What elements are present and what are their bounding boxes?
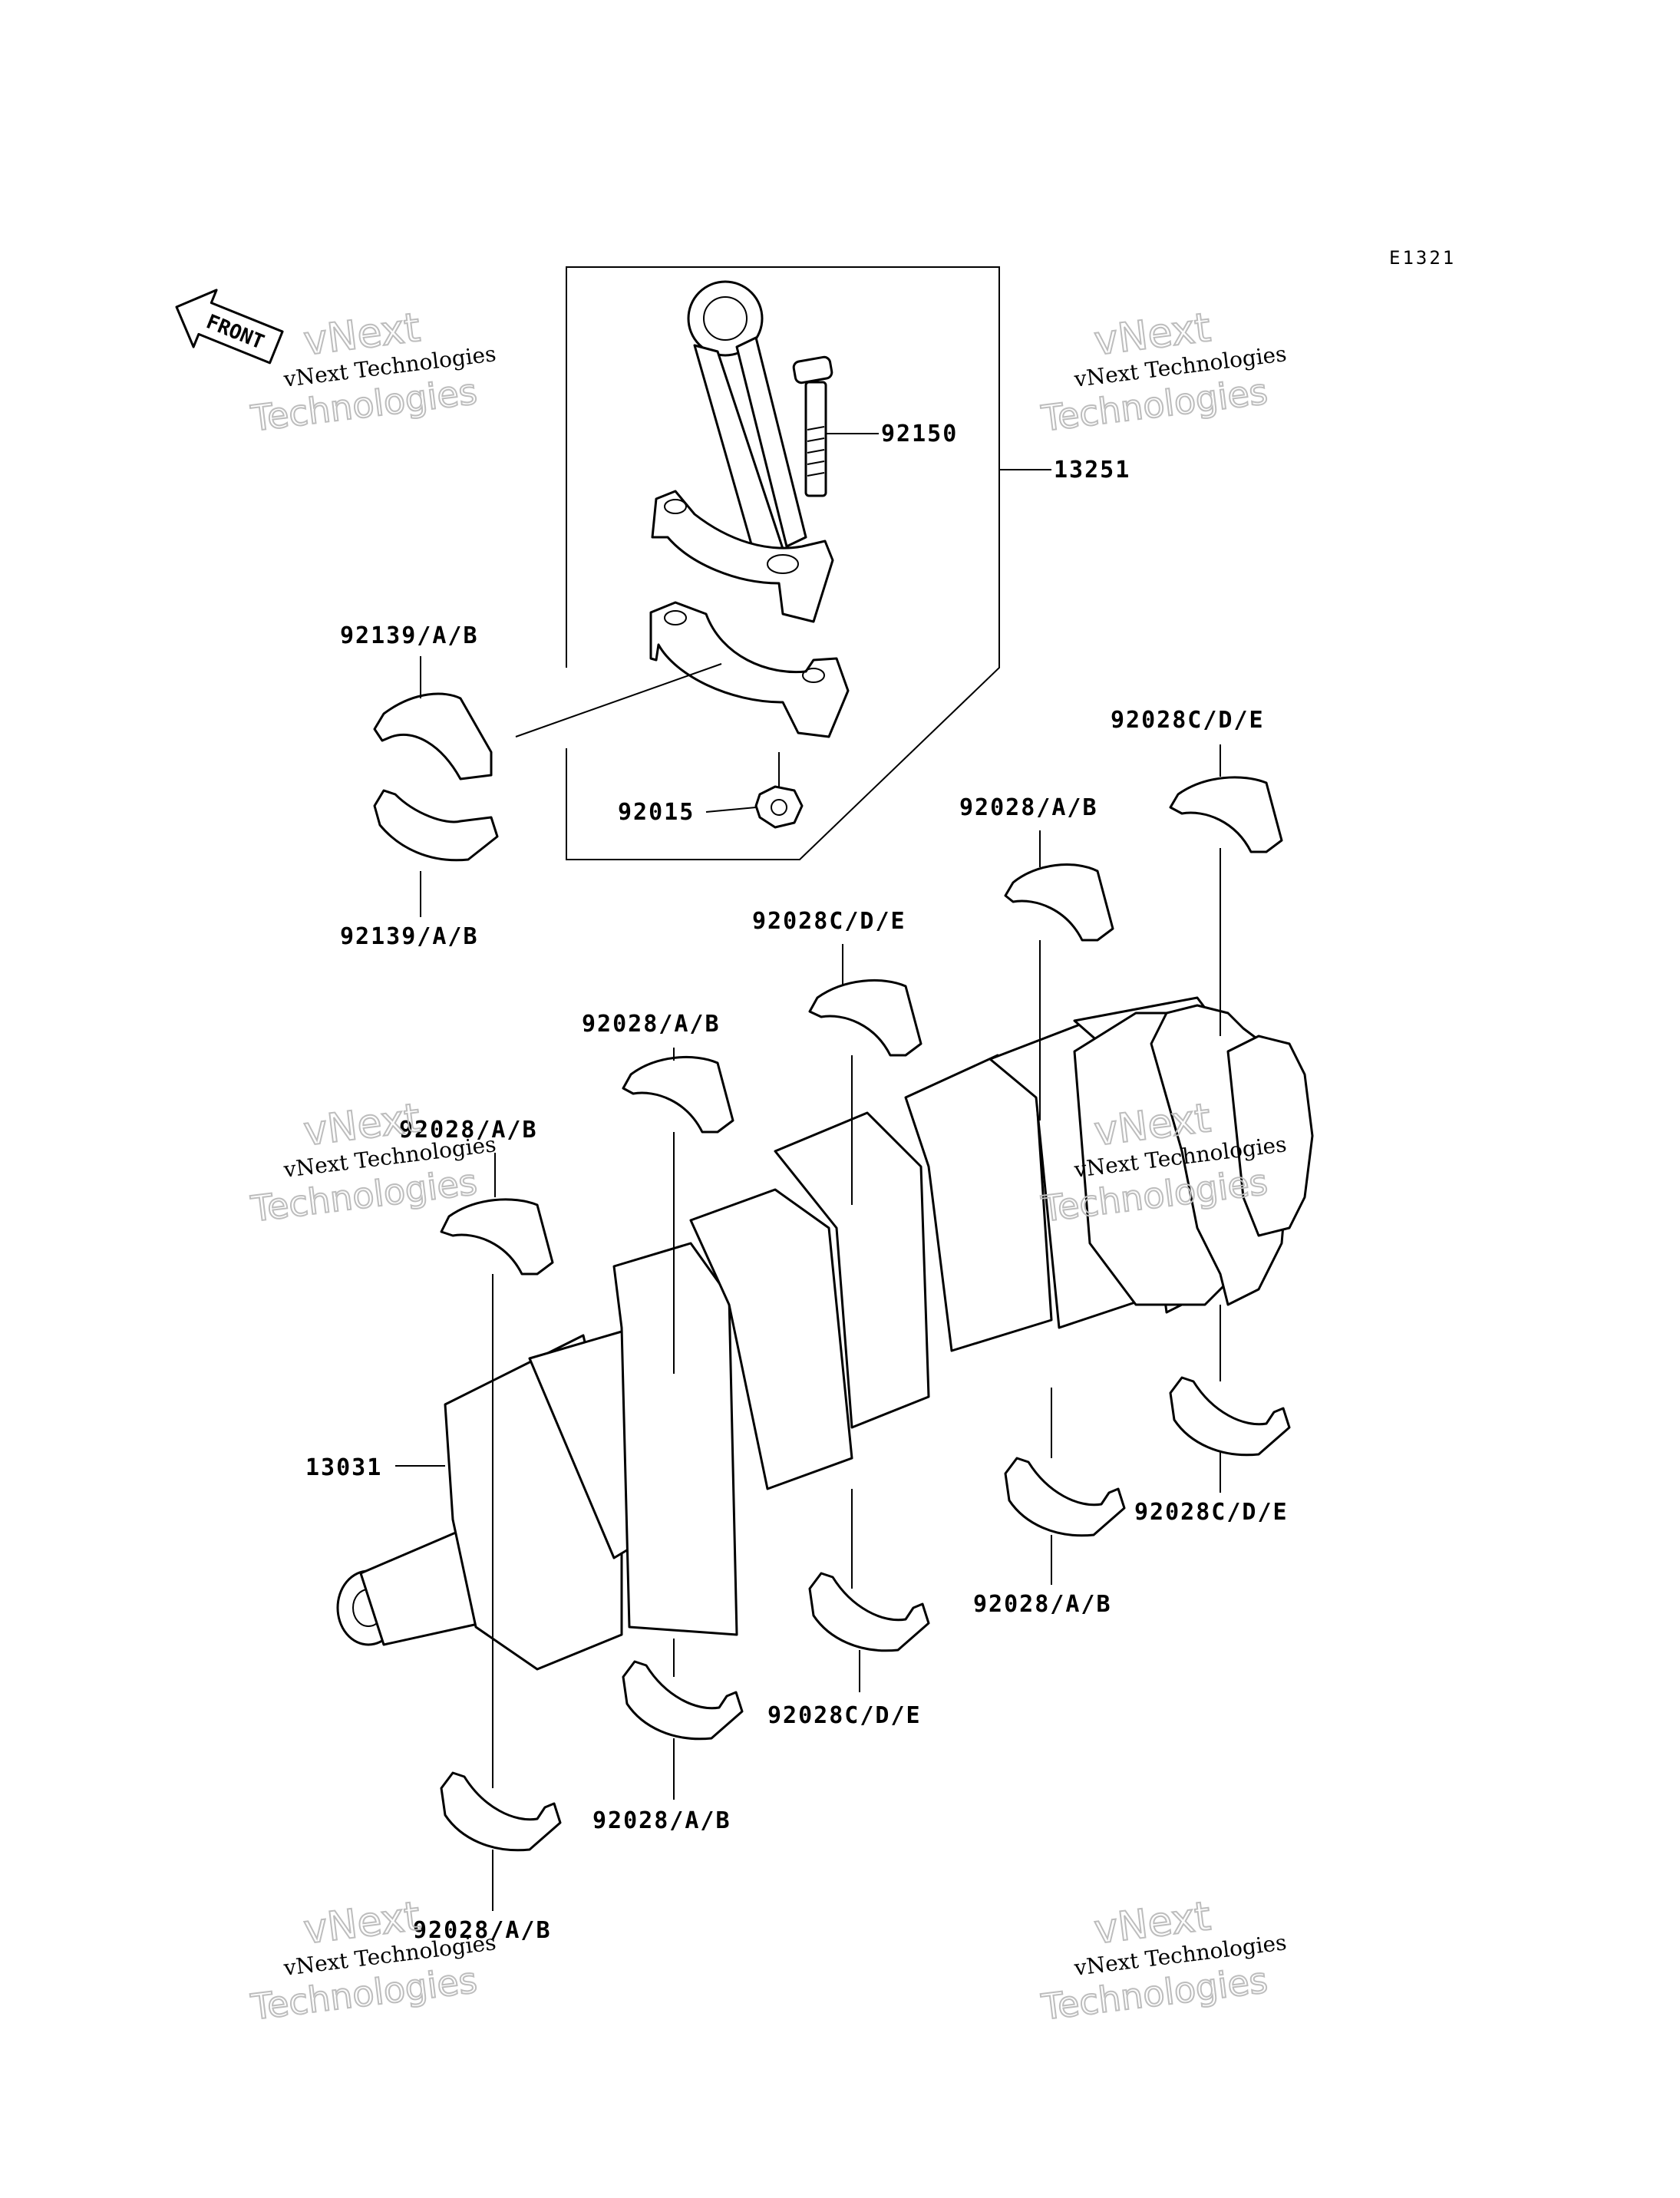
label-92028ab-e: 92028/A/B — [592, 1807, 731, 1834]
conrod-bearing-upper — [373, 692, 493, 781]
main-bearing-92028ab-d-lower — [1004, 1457, 1126, 1537]
main-bearing-92028ab-e-lower — [622, 1660, 744, 1741]
label-92139-bottom: 92139/A/B — [340, 923, 479, 950]
label-92028cde-a: 92028C/D/E — [1111, 707, 1265, 734]
label-13251: 13251 — [1054, 457, 1130, 483]
main-bearing-92028cde-a-upper — [1169, 776, 1283, 853]
label-13031: 13031 — [305, 1454, 382, 1481]
rod-cap — [649, 601, 850, 738]
label-92028cde-b: 92028C/D/E — [752, 908, 906, 935]
conrod-bolt — [792, 355, 833, 497]
conrod-assembly-box — [566, 266, 1000, 860]
watermark-top-left: vNext vNext Technologies Technologies — [248, 304, 497, 440]
connecting-rod — [651, 280, 834, 623]
main-bearing-92028ab-f-lower — [440, 1771, 562, 1852]
label-92015: 92015 — [618, 799, 695, 826]
label-92150: 92150 — [881, 421, 958, 447]
conrod-bearing-lower — [373, 789, 499, 862]
watermark-top-right: vNext vNext Technologies Technologies — [1038, 304, 1288, 440]
conrod-nut — [754, 785, 804, 829]
watermark-bottom-right: vNext vNext Technologies Technologies — [1038, 1893, 1288, 2028]
label-92028cde-c: 92028C/D/E — [1134, 1499, 1289, 1526]
main-bearing-92028cde-d-lower — [808, 1572, 930, 1652]
main-bearing-92028ab-b-upper — [622, 1056, 734, 1134]
main-bearing-92028ab-c-upper — [440, 1198, 554, 1276]
main-bearing-92028cde-c-lower — [1169, 1376, 1291, 1457]
label-92028ab-c: 92028/A/B — [399, 1117, 538, 1144]
label-92139-top: 92139/A/B — [340, 622, 479, 649]
main-bearing-92028cde-b-upper — [808, 979, 923, 1057]
main-bearing-92028ab-a-upper — [1004, 863, 1114, 942]
leader-lines — [395, 433, 1221, 1911]
label-92028ab-d: 92028/A/B — [973, 1591, 1112, 1618]
label-92028ab-a: 92028/A/B — [959, 794, 1098, 821]
crankshaft — [336, 996, 1314, 1671]
diagram-code: E1321 — [1389, 247, 1456, 269]
watermark-bottom-left: vNext vNext Technologies Technologies — [248, 1893, 497, 2028]
front-arrow-icon: FRONT — [175, 289, 284, 365]
label-92028ab-f: 92028/A/B — [413, 1917, 552, 1944]
label-92028ab-b: 92028/A/B — [582, 1011, 721, 1038]
label-92028cde-d: 92028C/D/E — [767, 1702, 922, 1729]
